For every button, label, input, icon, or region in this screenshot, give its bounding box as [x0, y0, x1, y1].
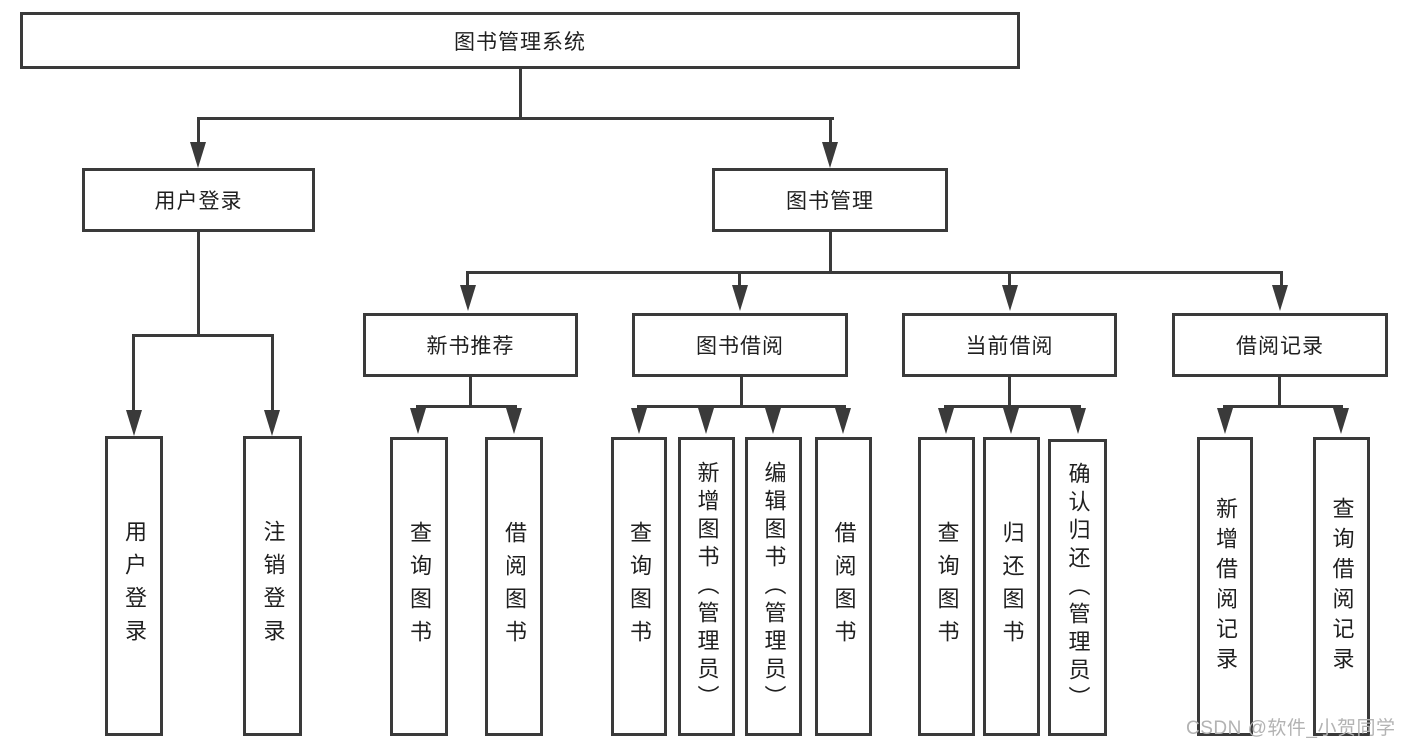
leaf-label: 借阅图书	[502, 520, 527, 653]
connector-line	[637, 405, 846, 408]
arrow-down-icon	[938, 408, 954, 434]
connector-line	[132, 334, 274, 337]
node-borrowing-records: 借阅记录	[1172, 313, 1388, 377]
leaf-query-books-recommend: 查询图书	[390, 437, 448, 736]
leaf-label: 归还图书	[999, 520, 1025, 653]
connector-line	[132, 334, 135, 412]
watermark: CSDN @软件_小贺同学	[1186, 718, 1396, 739]
connector-line	[944, 405, 1081, 408]
connector-line	[1223, 405, 1343, 408]
connector-line	[1280, 271, 1283, 287]
arrow-down-icon	[1333, 408, 1349, 434]
arrow-down-icon	[698, 408, 714, 434]
arrow-down-icon	[506, 408, 522, 434]
leaf-label: 查询图书	[407, 520, 432, 653]
connector-line	[466, 271, 469, 287]
connector-line	[271, 334, 274, 412]
leaf-add-borrow-record: 新增借阅记录	[1197, 437, 1253, 736]
connector-line	[1008, 271, 1011, 287]
connector-line	[740, 375, 743, 408]
node-label: 借阅记录	[1236, 335, 1324, 358]
arrow-down-icon	[732, 285, 748, 311]
node-current-borrowing: 当前借阅	[902, 313, 1117, 377]
connector-line	[519, 66, 522, 120]
arrow-down-icon	[822, 142, 838, 168]
leaf-return-books: 归还图书	[983, 437, 1040, 736]
connector-line	[466, 271, 1283, 274]
leaf-label: 查询图书	[627, 520, 652, 653]
connector-line	[829, 230, 832, 274]
arrow-down-icon	[460, 285, 476, 311]
node-label: 图书借阅	[696, 335, 784, 358]
connector-line	[829, 117, 832, 145]
node-label: 用户登录	[154, 190, 243, 213]
leaf-edit-books-admin: 编辑图书（管理员）	[745, 437, 802, 736]
node-label: 图书管理	[786, 190, 874, 213]
connector-line	[416, 405, 517, 408]
connector-line	[738, 271, 741, 287]
leaf-query-books-borrow: 查询图书	[611, 437, 667, 736]
connector-line	[197, 117, 834, 120]
leaf-label: 新增借阅记录	[1213, 496, 1238, 677]
leaf-query-borrow-record: 查询借阅记录	[1313, 437, 1370, 736]
node-label: 当前借阅	[965, 335, 1054, 358]
connector-line	[1278, 375, 1281, 408]
arrow-down-icon	[1002, 285, 1018, 311]
leaf-label: 查询图书	[934, 520, 960, 653]
connector-line	[197, 117, 200, 145]
node-new-book-recommendation: 新书推荐	[363, 313, 578, 377]
arrow-down-icon	[1003, 408, 1019, 434]
arrow-down-icon	[765, 408, 781, 434]
leaf-logout-login: 注销登录	[243, 436, 302, 736]
node-label: 图书管理系统	[454, 30, 586, 54]
arrow-down-icon	[1217, 408, 1233, 434]
connector-line	[1008, 375, 1011, 408]
node-label: 新书推荐	[426, 335, 515, 358]
node-user-login: 用户登录	[82, 168, 315, 232]
node-library-management-system: 图书管理系统	[20, 12, 1020, 69]
arrow-down-icon	[835, 408, 851, 434]
leaf-borrow-books: 借阅图书	[815, 437, 872, 736]
arrow-down-icon	[631, 408, 647, 434]
arrow-down-icon	[410, 408, 426, 434]
leaf-label: 新增图书（管理员）	[694, 460, 720, 713]
arrow-down-icon	[1070, 408, 1086, 434]
leaf-label: 注销登录	[260, 520, 286, 652]
leaf-confirm-return-admin: 确认归还（管理员）	[1048, 439, 1107, 736]
arrow-down-icon	[1272, 285, 1288, 311]
leaf-user-login: 用户登录	[105, 436, 163, 736]
arrow-down-icon	[264, 410, 280, 436]
arrow-down-icon	[126, 410, 142, 436]
leaf-label: 编辑图书（管理员）	[761, 460, 787, 713]
connector-line	[469, 375, 472, 408]
leaf-borrow-books-recommend: 借阅图书	[485, 437, 543, 736]
node-book-borrowing: 图书借阅	[632, 313, 848, 377]
leaf-label: 查询借阅记录	[1329, 496, 1355, 677]
arrow-down-icon	[190, 142, 206, 168]
leaf-query-books-current: 查询图书	[918, 437, 975, 736]
leaf-label: 确认归还（管理员）	[1065, 461, 1091, 714]
node-book-management: 图书管理	[712, 168, 948, 232]
connector-line	[197, 230, 200, 336]
leaf-label: 用户登录	[122, 520, 147, 652]
leaf-label: 借阅图书	[831, 520, 857, 653]
leaf-add-books-admin: 新增图书（管理员）	[678, 437, 735, 736]
